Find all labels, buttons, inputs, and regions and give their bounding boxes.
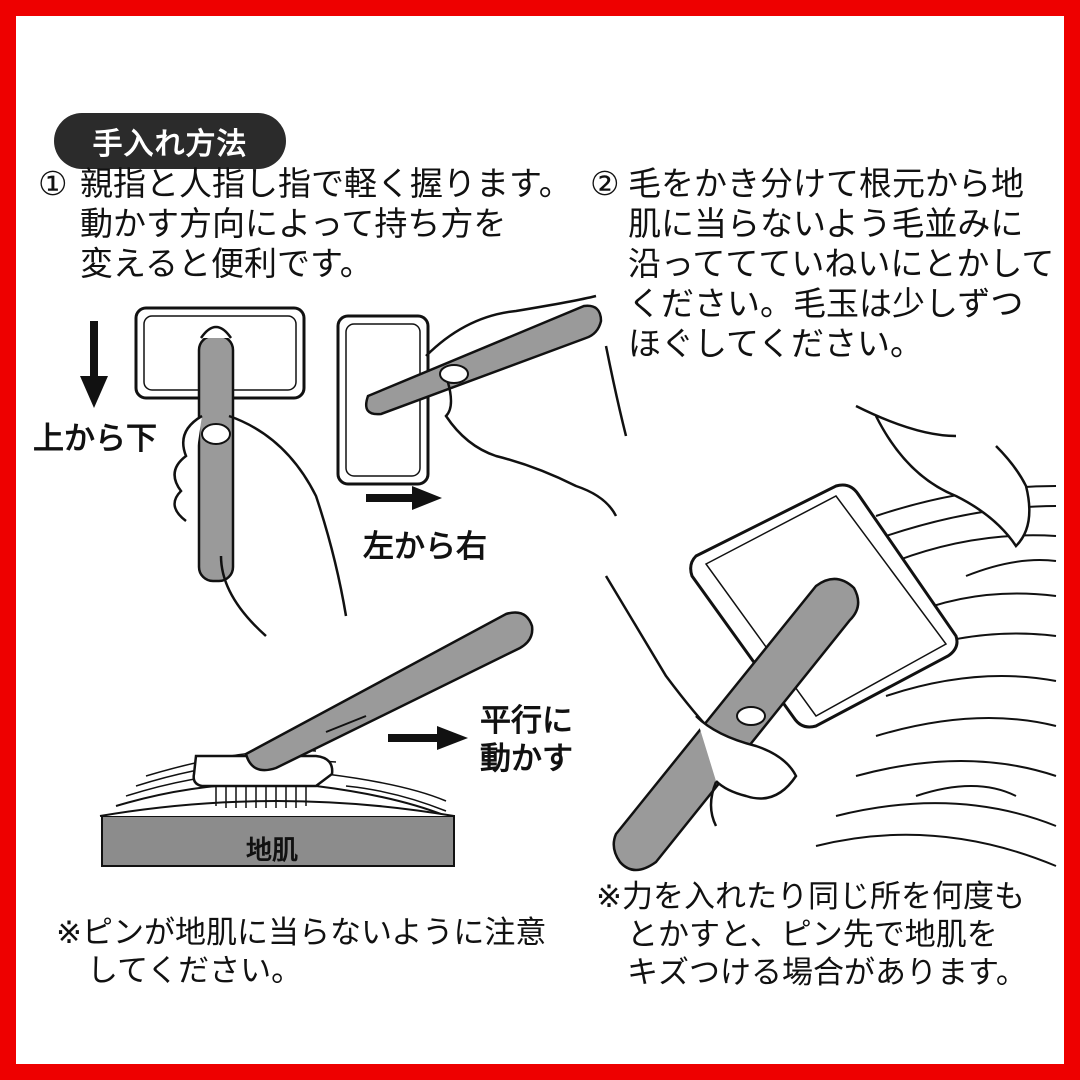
- arrow-parallel-icon: [388, 726, 468, 750]
- step-2-line-3: 沿っててていねいにとかして: [628, 244, 1055, 283]
- arrow-down-icon: [80, 321, 108, 408]
- note-left-line-1: ※ピンが地肌に当らないように注意: [56, 915, 547, 951]
- brush-combing-hair: [604, 404, 1057, 872]
- step-1-line-2: 動かす方向によって持ち方を: [80, 204, 507, 243]
- label-parallel-line-2: 動かす: [480, 741, 573, 777]
- arrow-right-icon: [366, 486, 442, 510]
- step-1-line-1: 親指と人指し指で軽く握ります。: [80, 164, 572, 203]
- step-1-line-3: 変えると便利です。: [80, 244, 373, 283]
- label-parallel-line-1: 平行に: [480, 703, 573, 739]
- step-2-line-1: 毛をかき分けて根元から地: [628, 164, 1024, 203]
- section-title-badge: 手入れ方法: [54, 113, 286, 169]
- step-2-number: ②: [590, 164, 620, 203]
- step-2-line-4: ください。毛玉は少しずつ: [628, 284, 1024, 323]
- step-1-number: ①: [38, 164, 68, 203]
- note-right-line-2: とかすと、ピン先で地肌を: [596, 917, 998, 953]
- label-skin: 地肌: [246, 836, 299, 866]
- brush-horizontal-grip: [336, 294, 628, 517]
- step-2-line-2: 肌に当らないよう毛並みに: [628, 204, 1024, 243]
- brush-illustrations: [80, 294, 1057, 872]
- note-right-line-3: キズつける場合があります。: [596, 955, 1027, 991]
- brush-vertical-grip: [134, 306, 348, 637]
- note-right-line-1: ※力を入れたり同じ所を何度も: [596, 879, 1025, 915]
- step-2-line-5: ほぐしてください。: [628, 324, 924, 363]
- brush-parallel-skin: [99, 611, 534, 867]
- label-top-to-bottom: 上から下: [33, 421, 157, 457]
- label-left-to-right: 左から右: [363, 529, 487, 565]
- note-left-line-2: してください。: [56, 953, 303, 989]
